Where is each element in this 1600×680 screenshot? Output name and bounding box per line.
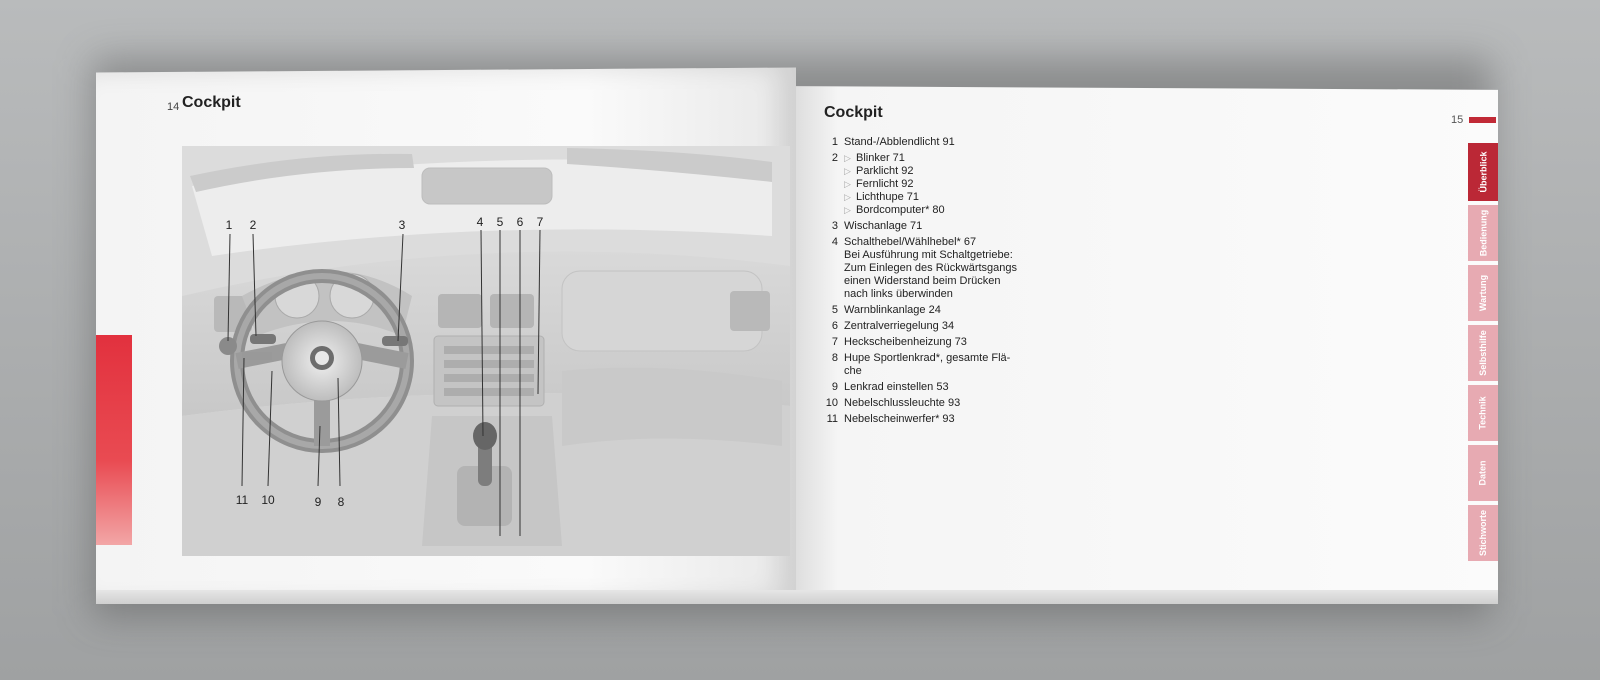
tab-technik[interactable]: Technik: [1468, 385, 1498, 441]
callout-1: 1: [226, 218, 233, 232]
legend-item: 10 Nebelschlussleuchte 93: [825, 397, 961, 409]
page-number-right: 15: [1451, 114, 1464, 126]
callout-3: 3: [399, 218, 406, 232]
legend-item: 3 Wischanlage 71: [831, 220, 923, 232]
page-number-left: 14: [167, 101, 180, 113]
section-tabs: Überblick Bedienung Wartung Selbsthilfe …: [1468, 143, 1498, 565]
triangle-icon: ▷: [844, 192, 851, 202]
legend-item: 9 Lenkrad einstellen 53: [831, 381, 949, 393]
triangle-icon: ▷: [844, 166, 851, 176]
legend-item: 2 ▷Blinker 71 ▷Parklicht 92 ▷Fernlicht 9…: [831, 152, 945, 216]
callout-2: 2: [250, 218, 257, 232]
triangle-icon: ▷: [844, 205, 851, 215]
page-number-marker: [1469, 117, 1496, 123]
triangle-icon: ▷: [844, 153, 851, 163]
page-title-right: Cockpit: [824, 104, 883, 121]
tab-wartung[interactable]: Wartung: [1468, 265, 1498, 321]
tab-daten[interactable]: Daten: [1468, 445, 1498, 501]
legend-item: 4 Schalthebel/Wählhebel* 67 Bei Ausführu…: [831, 236, 1018, 300]
callout-5: 5: [497, 215, 504, 229]
callout-11: 11: [236, 493, 249, 507]
legend-item: 1 Stand-/Abblendlicht 91: [831, 136, 955, 148]
tab-ueberblick[interactable]: Überblick: [1468, 143, 1498, 201]
legend-item: 11 Nebelscheinwerfer* 93: [826, 413, 955, 425]
cockpit-illustration: 1 2 3 4 5 6 7 11 10 9 8: [182, 146, 790, 556]
tab-selbsthilfe[interactable]: Selbsthilfe: [1468, 325, 1498, 381]
callout-10: 10: [261, 493, 275, 507]
triangle-icon: ▷: [844, 179, 851, 189]
page-edge: [96, 590, 1498, 604]
callout-6: 6: [517, 215, 524, 229]
tab-stichworte[interactable]: Stichworte: [1468, 505, 1498, 561]
legend-item: 6 Zentralverriegelung 34: [831, 320, 955, 332]
page-title-left: Cockpit: [182, 94, 241, 111]
callout-9: 9: [315, 495, 322, 509]
callout-4: 4: [477, 215, 484, 229]
callout-8: 8: [338, 495, 345, 509]
legend-item: 7 Heckscheibenheizung 73: [831, 336, 967, 348]
red-section-marker: [96, 335, 132, 545]
tab-bedienung[interactable]: Bedienung: [1468, 205, 1498, 261]
callout-7: 7: [537, 215, 544, 229]
legend-item: 5 Warnblinkanlage 24: [831, 304, 941, 316]
legend-item: 8 Hupe Sportlenkrad*, gesamte Flä- che: [831, 352, 1011, 377]
cockpit-legend: 1 Stand-/Abblendlicht 91 2 ▷Blinker 71 ▷…: [822, 136, 1052, 429]
